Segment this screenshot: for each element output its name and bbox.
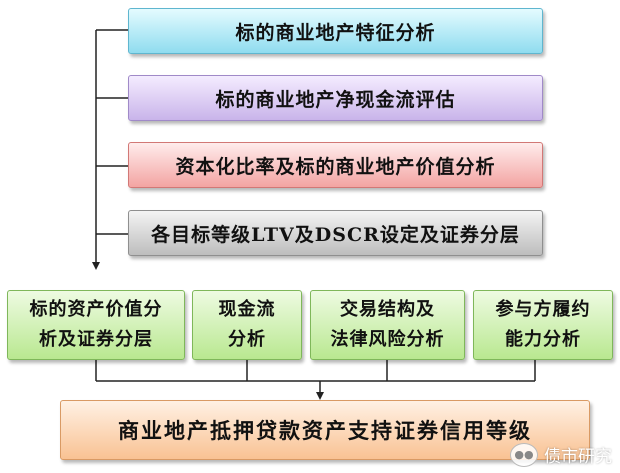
stage-label: 标的商业地产净现金流评估: [215, 88, 456, 111]
watermark-label: 债市研究: [544, 447, 612, 467]
analysis-label-line: 标的资产价值分: [29, 299, 163, 320]
stage-box-feature-analysis: 标的商业地产特征分析: [128, 8, 543, 54]
analysis-label-line: 法律风险分析: [330, 329, 445, 350]
analysis-label-line: 参与方履约: [495, 299, 591, 320]
result-box-credit-rating: 商业地产抵押贷款资产支持证券信用等级: [60, 400, 590, 460]
stage-box-valuation-analysis: 资本化比率及标的商业地产价值分析: [128, 142, 543, 188]
stage-box-ltv-dscr-setting: 各目标等级LTV及DSCR设定及证券分层: [128, 210, 543, 256]
analysis-box-asset-value: 标的资产价值分 析及证券分层: [7, 290, 185, 360]
analysis-box-performance: 参与方履约 能力分析: [473, 290, 613, 360]
analysis-label-line: 能力分析: [505, 329, 581, 350]
stage-label: 资本化比率及标的商业地产价值分析: [175, 155, 496, 178]
analysis-label-line: 交易结构及: [340, 299, 435, 320]
analysis-label-line: 析及证券分层: [39, 329, 153, 350]
stage-label: 各目标等级LTV及DSCR设定及证券分层: [151, 223, 520, 246]
analysis-box-legal-risk: 交易结构及 法律风险分析: [310, 290, 465, 360]
stage-box-cashflow-evaluation: 标的商业地产净现金流评估: [128, 75, 543, 121]
wechat-icon: ●●: [510, 442, 538, 467]
result-label: 商业地产抵押贷款资产支持证券信用等级: [118, 418, 532, 443]
analysis-label-line: 分析: [228, 329, 266, 350]
stage-label: 标的商业地产特征分析: [235, 21, 436, 44]
analysis-box-cashflow: 现金流 分析: [192, 290, 302, 360]
analysis-label-line: 现金流: [218, 299, 276, 320]
watermark: ●● 债市研究: [510, 442, 612, 467]
